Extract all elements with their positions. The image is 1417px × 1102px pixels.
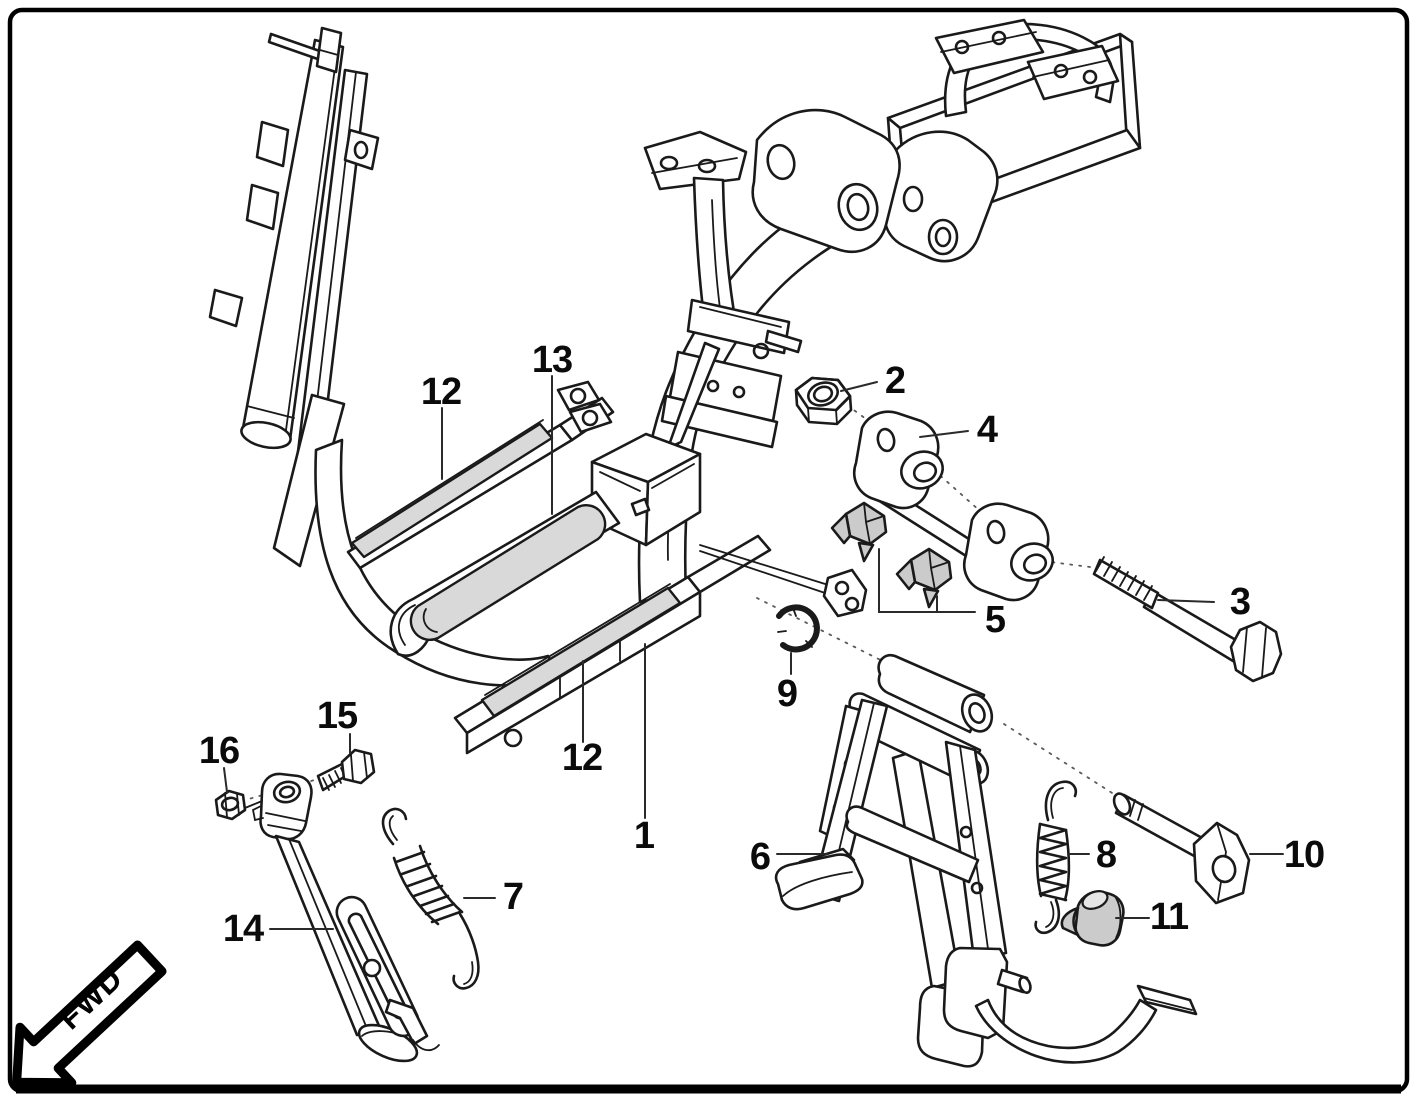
e-clip-part9 — [776, 604, 820, 653]
pivot-bolt-part15 — [316, 748, 376, 792]
callout-15: 15 — [317, 695, 358, 737]
callout-10: 10 — [1284, 834, 1324, 876]
callout-4-leader — [919, 430, 969, 438]
callout-16-leader — [223, 767, 228, 793]
clamp-part5-right — [895, 547, 953, 609]
callout-7: 7 — [503, 876, 523, 918]
floor-mat-13-center — [409, 504, 607, 641]
callout-11: 11 — [1150, 896, 1189, 938]
callout-12a: 12 — [421, 371, 461, 413]
callout-16: 16 — [199, 730, 239, 772]
callout-2-leader — [840, 381, 878, 392]
side-stand — [251, 772, 440, 1063]
spring-part8 — [1034, 780, 1078, 935]
callout-5-leader — [878, 548, 976, 613]
hex-nut-part2 — [794, 376, 853, 426]
rubber-stop-part11 — [1060, 890, 1125, 947]
hex-nut-part16 — [214, 789, 263, 821]
hex-bolt-part3 — [1092, 556, 1283, 683]
callout-4: 4 — [977, 409, 998, 451]
callout-2: 2 — [885, 360, 905, 402]
engine-mount-bracket — [751, 108, 999, 263]
callout-6: 6 — [750, 836, 770, 878]
callout-1: 1 — [634, 815, 655, 857]
steering-head — [208, 26, 380, 568]
seat-tube-and-clamp — [643, 130, 803, 450]
callout-9: 9 — [777, 673, 797, 715]
page-border — [7, 7, 1410, 1094]
floor-mat-12-right — [480, 586, 682, 718]
callout-12b: 12 — [562, 737, 602, 779]
clamp-part5-left — [830, 501, 888, 563]
callout-5: 5 — [985, 599, 1006, 641]
callout-14: 14 — [223, 908, 264, 950]
frame-floorboard — [314, 380, 868, 755]
callout-3: 3 — [1230, 581, 1250, 623]
spring-part7 — [381, 807, 480, 990]
callout-8: 8 — [1096, 834, 1116, 876]
pivot-pin-part10 — [1112, 792, 1251, 905]
callout-3-leader — [1157, 599, 1215, 603]
callout-13: 13 — [532, 339, 572, 381]
center-stand — [774, 653, 1198, 1068]
stand-bracket-part4 — [852, 410, 1054, 602]
